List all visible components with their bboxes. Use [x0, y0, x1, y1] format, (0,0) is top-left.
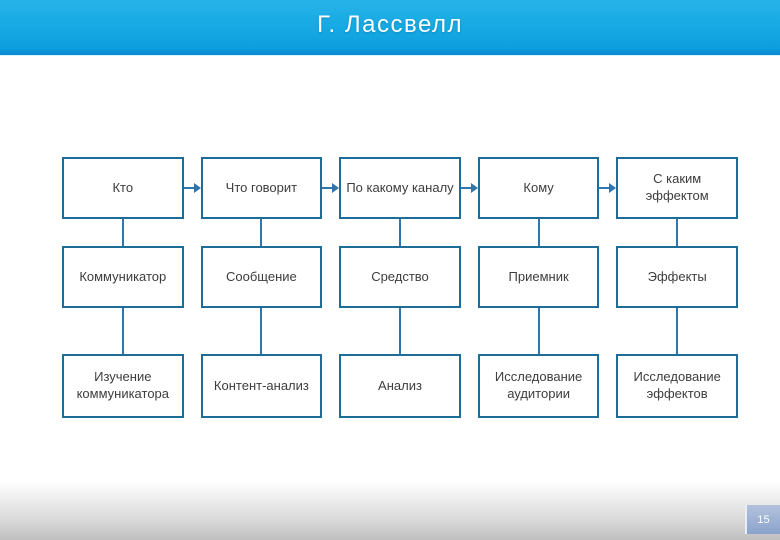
cell-communicator-study: Изучение коммуникатора	[62, 354, 184, 418]
box-medium: Средство	[339, 246, 461, 308]
connector-line	[322, 187, 333, 189]
box-communicator: Коммуникатор	[62, 246, 184, 308]
connector-line	[460, 187, 471, 189]
right-arrow-connector	[322, 182, 340, 194]
cell-audience-research: Исследование аудитории	[477, 354, 600, 418]
connector-cell	[478, 308, 600, 354]
connector-cell	[62, 219, 184, 246]
cell-content-analysis: Контент-анализ	[200, 354, 323, 418]
cell-channel: По какому каналу	[339, 157, 478, 219]
box-channel: По какому каналу	[339, 157, 461, 219]
connector-cell	[616, 219, 738, 246]
vertical-connector	[676, 219, 679, 246]
cell-who: Кто	[62, 157, 201, 219]
box-says-what: Что говорит	[200, 157, 323, 219]
vertical-connector	[398, 308, 401, 354]
vertical-connector	[537, 308, 540, 354]
cell-receiver: Приемник	[477, 246, 600, 308]
cell-says-what: Что говорит	[200, 157, 340, 219]
arrowhead-icon	[609, 183, 617, 193]
vertical-connector	[260, 219, 263, 246]
right-arrow-connector	[599, 182, 617, 194]
vertical-connector	[537, 219, 540, 246]
connector-cell	[339, 219, 461, 246]
box-message: Сообщение	[200, 246, 323, 308]
cell-message: Сообщение	[200, 246, 323, 308]
vertical-connector	[121, 308, 124, 354]
box-communicator-study: Изучение коммуникатора	[62, 354, 184, 418]
arrowhead-icon	[193, 183, 201, 193]
box-effect: С каким эффектом	[616, 157, 738, 219]
cell-communicator: Коммуникатор	[62, 246, 184, 308]
box-content-analysis: Контент-анализ	[200, 354, 323, 418]
right-arrow-connector	[183, 182, 201, 194]
connector-cell	[339, 308, 461, 354]
connector-line	[183, 187, 194, 189]
cell-effects-research: Исследование эффектов	[616, 354, 738, 418]
connector-line	[599, 187, 610, 189]
connector-cell	[62, 308, 184, 354]
arrowhead-icon	[332, 183, 340, 193]
diagram-grid: Кто Что говорит По какому каналу	[62, 157, 738, 418]
page-number: 15	[757, 513, 770, 526]
header-accent-bar	[0, 50, 780, 56]
vertical-connector	[260, 308, 263, 354]
cell-to-whom: Кому	[477, 157, 617, 219]
box-receiver: Приемник	[477, 246, 600, 308]
vertical-connector	[121, 219, 124, 246]
box-analysis: Анализ	[339, 354, 461, 418]
slide-header: Г. Лассвелл	[0, 0, 780, 50]
connector-cell	[616, 308, 738, 354]
box-effects: Эффекты	[616, 246, 738, 308]
vertical-connector	[676, 308, 679, 354]
cell-medium: Средство	[339, 246, 461, 308]
cell-effect: С каким эффектом	[616, 157, 738, 219]
page-number-badge: 15	[745, 505, 780, 534]
vertical-connector	[398, 219, 401, 246]
box-effects-research: Исследование эффектов	[616, 354, 738, 418]
slide-title: Г. Лассвелл	[316, 11, 464, 38]
lasswell-model-diagram: Кто Что говорит По какому каналу	[62, 157, 738, 418]
cell-analysis: Анализ	[339, 354, 461, 418]
connector-cell	[201, 308, 323, 354]
connector-cell	[478, 219, 600, 246]
right-arrow-connector	[460, 182, 478, 194]
cell-effects: Эффекты	[616, 246, 738, 308]
slide-footer: 15	[0, 482, 780, 540]
box-who: Кто	[62, 157, 184, 219]
arrowhead-icon	[470, 183, 478, 193]
box-audience-research: Исследование аудитории	[477, 354, 600, 418]
box-to-whom: Кому	[477, 157, 600, 219]
connector-cell	[201, 219, 323, 246]
